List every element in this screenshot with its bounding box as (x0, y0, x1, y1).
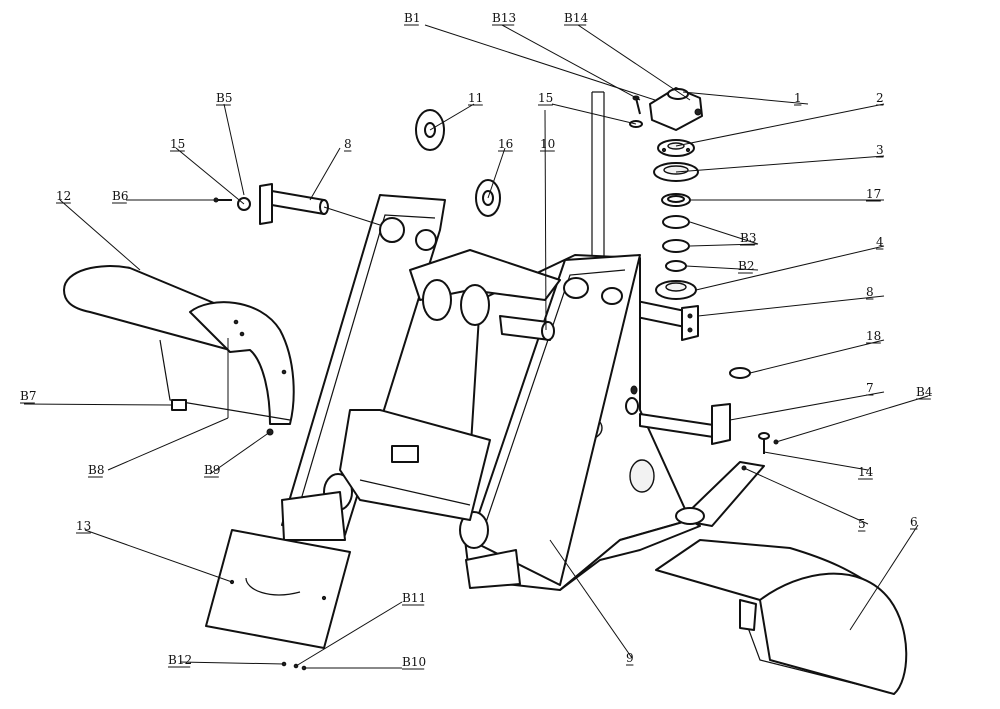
right-side-plate (459, 254, 641, 589)
callout-label-B3: B3 (740, 231, 756, 245)
part-B13-bolt (632, 95, 641, 115)
part-14-bolt (758, 432, 770, 454)
callout-label-B8: B8 (88, 463, 104, 477)
callout-label-c17: 17 (866, 187, 881, 201)
part-6-foot-rest-right (655, 539, 908, 695)
callout-label-B12: B12 (168, 653, 192, 667)
callout-label-c5: 5 (858, 517, 866, 531)
callout-label-B14: B14 (564, 11, 588, 25)
part-1-bracket-cap (649, 87, 703, 131)
part-7-pin (625, 385, 731, 445)
callout-label-c9: 9 (626, 651, 634, 665)
part-B10-B12-fasteners (281, 661, 307, 671)
callout-label-c12: 12 (56, 189, 71, 203)
part-17-seal-ring (661, 193, 691, 207)
cross-member-lower (339, 409, 491, 521)
part-8-pin-left (259, 183, 381, 226)
callout-label-B9: B9 (204, 463, 220, 477)
callout-label-c13: 13 (76, 519, 91, 533)
cross-member-upper (409, 249, 561, 341)
callout-label-c2: 2 (876, 91, 884, 105)
callout-label-c6: 6 (910, 515, 918, 529)
callout-label-B5: B5 (216, 91, 232, 105)
callout-label-c11: 11 (468, 91, 483, 105)
part-B2-ring (665, 260, 687, 272)
callout-label-c15b: 15 (170, 137, 185, 151)
callout-label-c8a: 8 (866, 285, 874, 299)
callout-label-B6: B6 (112, 189, 128, 203)
part-12-foot-rest-left (63, 265, 295, 425)
callout-label-c1: 1 (794, 91, 802, 105)
callout-label-B1: B1 (404, 11, 420, 25)
callout-label-c3: 3 (876, 143, 884, 157)
part-5-link-arm (675, 461, 765, 527)
callout-label-c4: 4 (876, 235, 884, 249)
callout-label-c14: 14 (858, 465, 874, 479)
part-B3-bearing (662, 215, 690, 253)
callout-label-c8b: 8 (344, 137, 352, 151)
part-2-flange-disc (657, 139, 695, 157)
part-13-plate (205, 529, 351, 649)
callout-label-B2: B2 (738, 259, 754, 273)
callout-label-c18: 18 (866, 329, 881, 343)
part-4-hub (655, 280, 697, 300)
callout-label-c7: 7 (866, 381, 874, 395)
leader-lines (23, 24, 929, 669)
part-B7-bolt (171, 399, 187, 411)
callout-label-B4: B4 (916, 385, 933, 399)
part-8-pin-right (631, 299, 699, 341)
part-18-washer (729, 367, 751, 379)
callout-label-c15a: 15 (538, 91, 553, 105)
part-B6-bolt (213, 197, 232, 203)
callout-label-B11: B11 (402, 591, 426, 605)
callout-label-B13: B13 (492, 11, 516, 25)
callout-label-B10: B10 (402, 655, 426, 669)
callout-label-c16: 16 (498, 137, 513, 151)
callout-label-B7: B7 (20, 389, 36, 403)
callout-label-c10: 10 (540, 137, 555, 151)
left-side-plate (281, 194, 446, 541)
